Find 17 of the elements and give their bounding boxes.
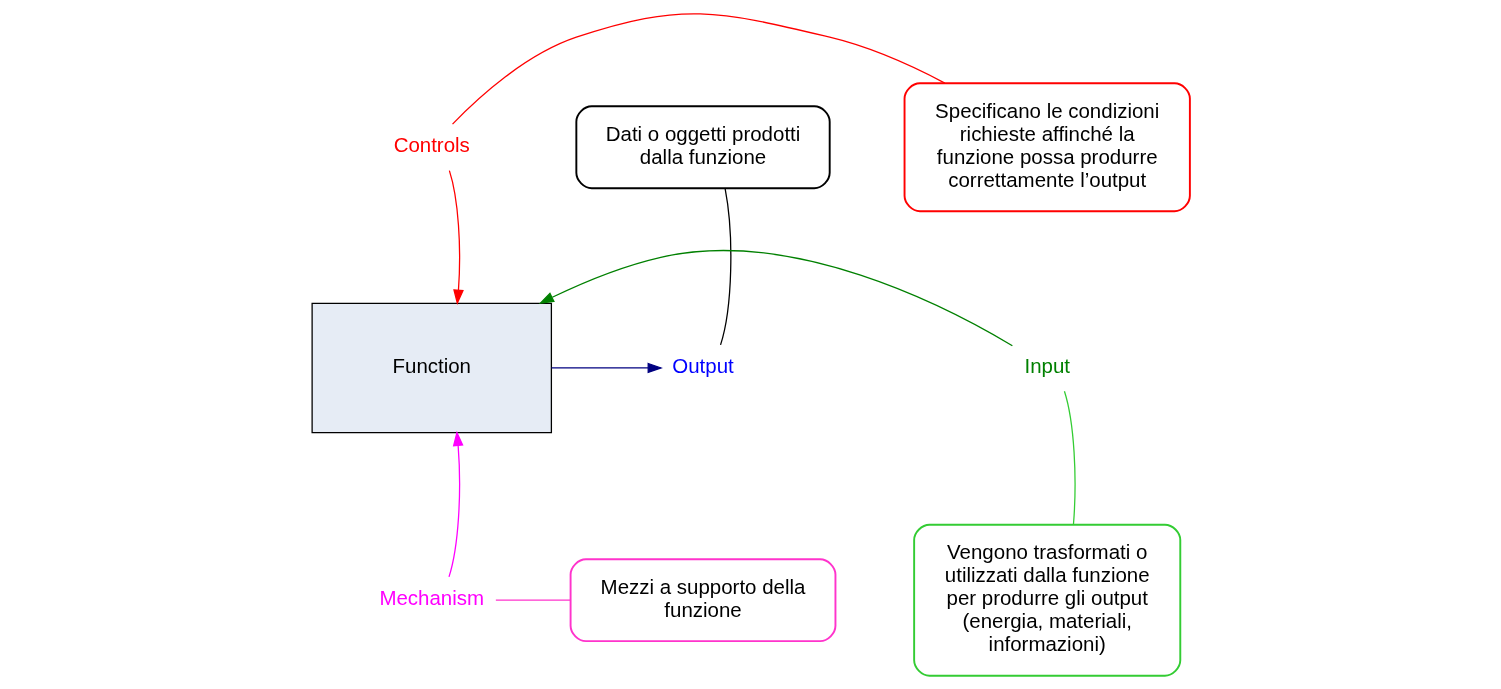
arrow — [447, 430, 464, 578]
node-text: Mechanism — [378, 586, 484, 610]
connector — [494, 599, 571, 601]
connector — [451, 13, 945, 125]
node-text: Controls — [393, 133, 470, 157]
node-box: Function — [311, 302, 552, 434]
node-box: Mezzi a supporto della funzione — [569, 558, 836, 643]
node-text: Output — [671, 353, 734, 377]
node-box: Dati o oggetti prodotti dalla funzione — [574, 105, 831, 190]
arrow — [538, 249, 1013, 347]
node-box: Specificano le condizioni richieste affinché la funzione possa produrre correttamente l’output — [903, 82, 1191, 213]
node-box: Vengono trasformati o utilizzati dalla funzione per produrre gli output (energia, materiali, informazioni) — [912, 523, 1181, 677]
arrow — [550, 362, 663, 374]
node-text: Input — [1023, 353, 1070, 377]
arrow — [448, 170, 464, 305]
connector — [1063, 390, 1076, 526]
connector — [719, 187, 731, 346]
